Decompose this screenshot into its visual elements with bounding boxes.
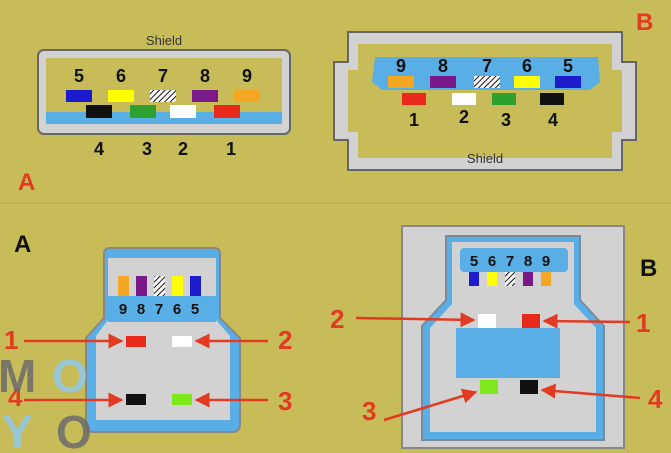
callout-arrow (383, 388, 478, 422)
shield-label: Shield (467, 151, 503, 166)
panel-b-top: Shield 9 8 7 6 5 1 2 3 4 B (333, 9, 653, 171)
pin-number: 9 (396, 56, 406, 76)
watermark-letter: O (56, 406, 92, 453)
pin-2 (478, 314, 496, 328)
type-a-tongue (46, 112, 282, 124)
pin-7 (154, 276, 165, 296)
callout-label: 2 (330, 304, 344, 334)
watermark: M O Y O (0, 350, 92, 453)
pin-6 (487, 272, 497, 286)
panel-letter: B (636, 9, 653, 36)
pin-9 (541, 272, 551, 286)
watermark-letter: M (0, 350, 36, 402)
pin-number: 1 (409, 110, 419, 130)
pin-5 (469, 272, 479, 286)
pin-3 (492, 93, 516, 105)
pin-number: 8 (137, 301, 145, 318)
pin-number: 9 (119, 301, 127, 318)
pin-4 (540, 93, 564, 105)
pin-5 (190, 276, 201, 296)
pin-7 (474, 76, 500, 88)
type-a-front-tongue (108, 296, 216, 322)
pin-3 (480, 380, 498, 394)
pin-8 (430, 76, 456, 88)
pin-2 (170, 105, 196, 118)
type-b-front-body (456, 328, 560, 378)
pin-number: 7 (506, 253, 514, 270)
pin-number: 2 (178, 139, 188, 159)
callout-label: 4 (648, 384, 663, 414)
pin-5 (66, 90, 92, 102)
pin-number: 7 (158, 66, 168, 86)
pin-number: 9 (242, 66, 252, 86)
pin-9 (118, 276, 129, 296)
pin-number: 3 (501, 110, 511, 130)
callout-label: 3 (362, 396, 376, 426)
pin-6 (514, 76, 540, 88)
pin-1 (126, 336, 146, 347)
pin-1 (522, 314, 540, 328)
pin-6 (108, 90, 134, 102)
pin-4 (86, 105, 112, 118)
pin-number: 4 (94, 139, 104, 159)
pin-1 (402, 93, 426, 105)
pin-8 (523, 272, 533, 286)
pin-number: 4 (548, 110, 558, 130)
pin-3 (172, 394, 192, 405)
panel-a-top: Shield 5 6 7 8 9 4 3 2 1 A (18, 33, 291, 196)
pin-number: 9 (542, 253, 550, 270)
pin-2 (452, 93, 476, 105)
pin-number: 7 (482, 56, 492, 76)
pin-2 (172, 336, 192, 347)
callout-arrow (355, 312, 476, 328)
pin-number: 7 (155, 301, 163, 318)
pin-number: 1 (226, 139, 236, 159)
shield-label: Shield (146, 33, 182, 48)
pin-number: 8 (438, 56, 448, 76)
pin-number: 5 (563, 56, 573, 76)
panel-b-bottom: B 5 6 7 8 9 2 1 3 4 (330, 225, 663, 449)
pin-9 (388, 76, 414, 88)
callout-arrow (540, 383, 641, 400)
pin-number: 8 (200, 66, 210, 86)
callout-label: 1 (4, 325, 18, 355)
panel-letter: A (14, 231, 31, 258)
callout-label: 2 (278, 325, 292, 355)
pin-number: 6 (116, 66, 126, 86)
panel-letter: A (18, 169, 35, 196)
pin-number: 2 (459, 107, 469, 127)
pin-number: 8 (524, 253, 532, 270)
panel-letter: B (640, 255, 657, 282)
pin-8 (192, 90, 218, 102)
pin-9 (234, 90, 260, 102)
pin-7 (150, 90, 176, 102)
callout-arrow (542, 313, 631, 329)
pin-1 (214, 105, 240, 118)
pin-number: 6 (488, 253, 496, 270)
pin-3 (130, 105, 156, 118)
pin-4 (520, 380, 538, 394)
watermark-letter: O (52, 350, 88, 402)
type-b-front-top-tongue (460, 248, 568, 272)
pin-7 (505, 272, 515, 286)
pin-number: 5 (470, 253, 478, 270)
pin-8 (136, 276, 147, 296)
callout-label: 1 (636, 308, 650, 338)
pin-number: 6 (522, 56, 532, 76)
pin-number: 5 (191, 301, 199, 318)
pin-4 (126, 394, 146, 405)
pin-5 (555, 76, 581, 88)
panel-a-bottom: A 9 8 7 6 5 1 2 4 3 (4, 231, 292, 433)
type-b-tongue (372, 57, 600, 90)
watermark-letter: Y (2, 406, 33, 453)
pin-number: 6 (173, 301, 181, 318)
callout-label: 4 (8, 382, 23, 412)
pin-6 (172, 276, 183, 296)
pin-number: 3 (142, 139, 152, 159)
pin-number: 5 (74, 66, 84, 86)
callout-label: 3 (278, 386, 292, 416)
